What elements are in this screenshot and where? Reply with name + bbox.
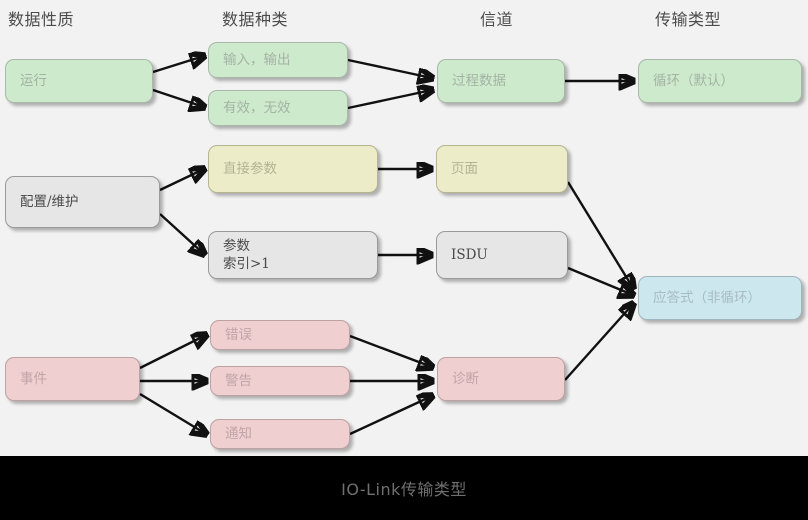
node-label-secondary: 索引>1	[223, 256, 270, 272]
node-operate[interactable]: 运行	[5, 59, 153, 103]
column-header: 数据种类	[222, 10, 289, 29]
node-label: 输入，输出	[223, 51, 291, 68]
edge-event-to-error	[139, 335, 206, 370]
edge-error-to-diagnosis	[349, 334, 432, 367]
edge-event-to-notice	[139, 392, 206, 434]
node-diagnosis[interactable]: 诊断	[437, 357, 565, 401]
node-directpar[interactable]: 直接参数	[208, 145, 378, 193]
column-header: 数据性质	[8, 10, 75, 29]
node-label: 参数	[223, 237, 250, 254]
edge-io-to-procdata	[347, 58, 432, 78]
edge-operate-to-io	[152, 56, 204, 74]
caption-bar: IO-Link传输类型	[0, 456, 808, 520]
node-label: 有效，无效	[223, 99, 291, 116]
node-valid[interactable]: 有效，无效	[208, 90, 348, 126]
edge-diagnosis-to-acyclic	[564, 304, 633, 381]
node-paramidx[interactable]: 参数索引>1	[208, 231, 378, 279]
node-cyclic[interactable]: 循环（默认）	[638, 59, 802, 103]
diagram-canvas: 数据性质 数据种类 信道 传输类型 运行 输入，输出有效，无效 过程数据 循环（默认） 配置/…	[5, 10, 802, 449]
node-label: 应答式（非循环）	[653, 289, 761, 306]
edge-isdu-to-acyclic	[567, 266, 633, 295]
edge-valid-to-procdata	[347, 90, 432, 110]
node-isdu[interactable]: ISDU	[436, 231, 568, 279]
column-header: 传输类型	[655, 10, 722, 29]
node-error[interactable]: 错误	[210, 320, 350, 350]
node-label: 警告	[225, 372, 252, 389]
edge-config-to-paramidx	[159, 213, 204, 254]
node-config[interactable]: 配置/维护	[5, 176, 160, 228]
node-label: 循环（默认）	[653, 72, 734, 89]
node-page[interactable]: 页面	[436, 145, 568, 193]
node-label: 页面	[451, 160, 478, 177]
caption-text: IO-Link传输类型	[341, 480, 467, 499]
node-label: 运行	[20, 72, 47, 89]
node-label: 事件	[20, 370, 47, 387]
node-warning[interactable]: 警告	[210, 366, 350, 396]
edge-notice-to-diagnosis	[349, 396, 432, 436]
node-label: 通知	[225, 425, 252, 442]
column-header: 信道	[480, 10, 514, 29]
node-event[interactable]: 事件	[5, 357, 140, 401]
node-procdata[interactable]: 过程数据	[437, 59, 565, 103]
node-acyclic[interactable]: 应答式（非循环）	[638, 276, 802, 320]
node-label: 过程数据	[452, 72, 506, 89]
node-label: ISDU	[451, 246, 488, 263]
node-label: 配置/维护	[20, 193, 79, 210]
node-notice[interactable]: 通知	[210, 419, 350, 449]
node-label: 错误	[225, 326, 252, 343]
edge-config-to-directpar	[159, 169, 204, 192]
node-label: 直接参数	[223, 160, 277, 177]
node-label: 诊断	[452, 370, 479, 387]
edge-operate-to-valid	[152, 88, 204, 107]
node-io[interactable]: 输入，输出	[208, 42, 348, 78]
edge-page-to-acyclic	[566, 181, 633, 288]
